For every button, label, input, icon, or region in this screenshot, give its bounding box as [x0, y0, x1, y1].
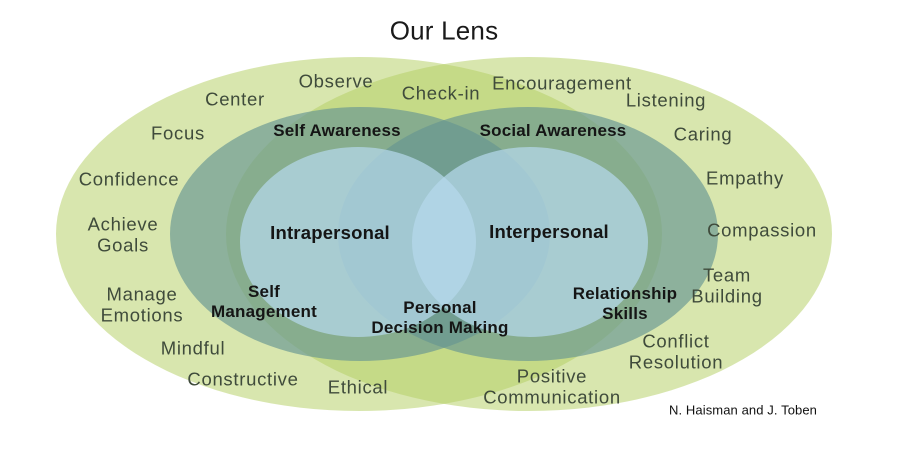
inner-circle-interpersonal — [412, 147, 648, 337]
inner-circle-intrapersonal — [240, 147, 476, 337]
